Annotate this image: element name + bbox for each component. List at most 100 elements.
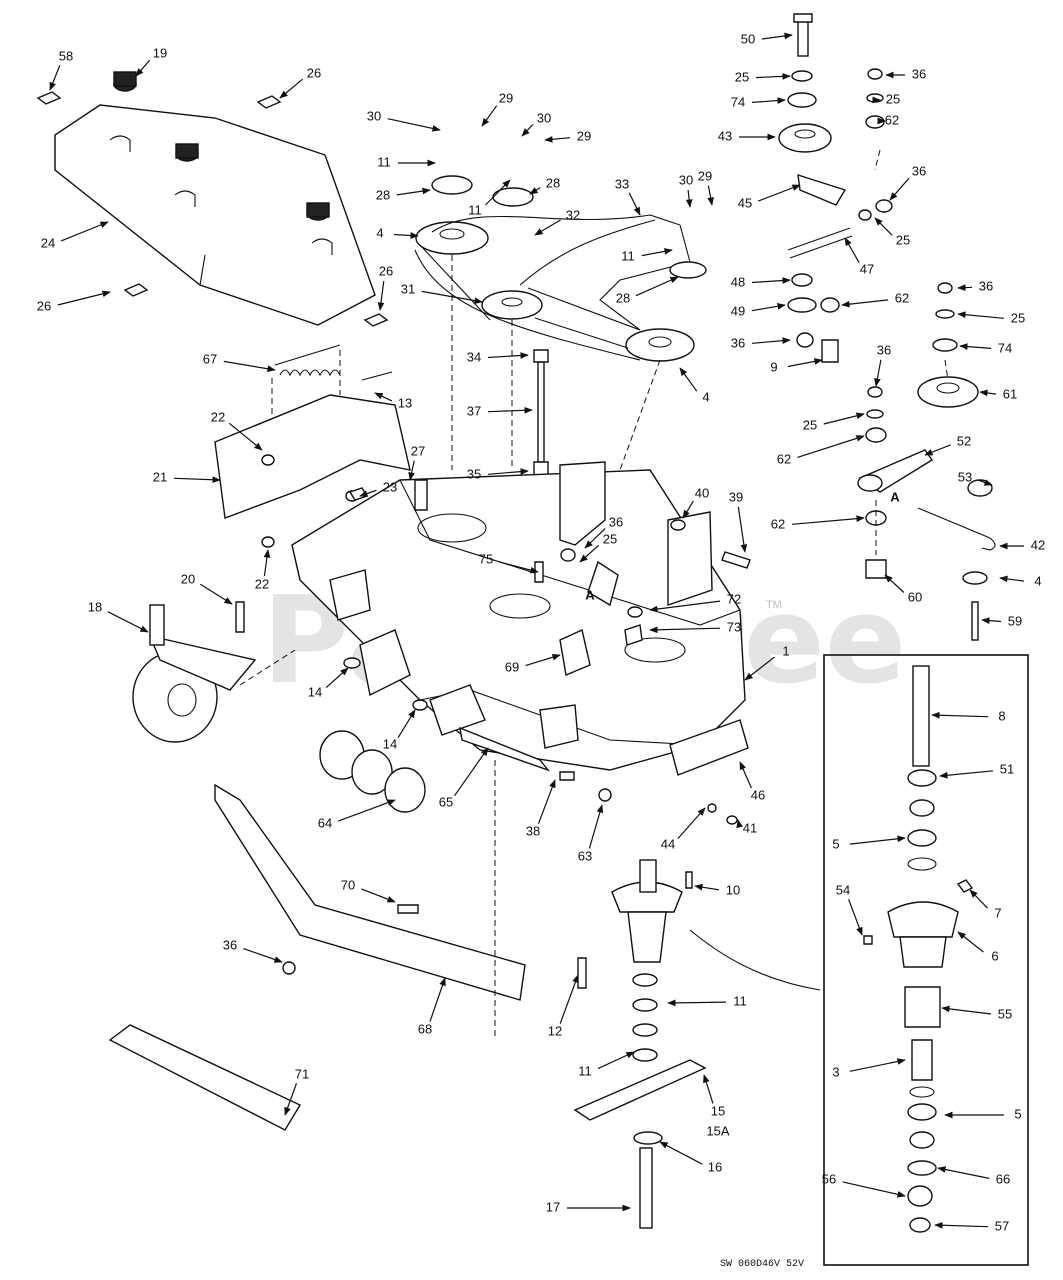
callout-74: 74 <box>731 94 745 109</box>
callout-leader <box>481 105 498 127</box>
callout-4: 4 <box>1034 573 1041 588</box>
callout-leader <box>397 709 416 739</box>
callout-13: 13 <box>398 395 412 410</box>
callout-11: 11 <box>733 993 747 1008</box>
callout-42: 42 <box>1031 537 1045 552</box>
callout-leader <box>736 819 743 829</box>
callout-37: 37 <box>467 403 481 418</box>
callout-71: 71 <box>295 1066 309 1081</box>
callout-63: 63 <box>578 848 592 863</box>
callout-leader <box>751 337 791 345</box>
callout-21: 21 <box>153 469 167 484</box>
callout-60: 60 <box>908 589 922 604</box>
callout-10: 10 <box>726 882 740 897</box>
callout-30: 30 <box>537 110 551 125</box>
callout-leader <box>628 192 641 216</box>
callout-48: 48 <box>731 274 745 289</box>
callout-36: 36 <box>223 937 237 952</box>
callout-leader <box>487 406 533 414</box>
callout-43: 43 <box>718 128 732 143</box>
belt-drive <box>414 175 707 471</box>
callout-leader <box>537 779 556 824</box>
callout-leader <box>584 528 606 549</box>
callout-28: 28 <box>376 187 390 202</box>
callout-leader <box>579 544 600 563</box>
callout-19: 19 <box>153 45 167 60</box>
callout-leader <box>978 479 993 486</box>
callout-leader <box>889 177 910 201</box>
callout-leader <box>755 72 791 80</box>
watermark-tm: TM <box>766 599 782 611</box>
callout-56: 56 <box>822 1171 836 1186</box>
callout-64: 64 <box>318 815 332 830</box>
callout-25: 25 <box>886 91 900 106</box>
caster-wheel <box>132 601 296 743</box>
callout-leader <box>751 277 791 284</box>
callout-49: 49 <box>731 303 745 318</box>
callout-69: 69 <box>505 659 519 674</box>
callout-leader <box>60 221 109 242</box>
callout-28: 28 <box>616 290 630 305</box>
callout-leader <box>981 617 1002 624</box>
callout-leader <box>844 237 860 263</box>
callout-leader <box>787 358 823 368</box>
callout-leader <box>337 799 396 822</box>
callout-leader <box>848 899 863 936</box>
callout-leader <box>791 515 865 525</box>
callout-36: 36 <box>979 278 993 293</box>
callout-leader <box>393 232 419 239</box>
callout-leader <box>667 999 727 1007</box>
callout-9: 9 <box>770 359 777 374</box>
deck-cover <box>36 71 389 327</box>
callout-leader <box>521 124 534 137</box>
callout-11: 11 <box>621 248 635 263</box>
callout-58: 58 <box>59 48 73 63</box>
callout-55: 55 <box>998 1006 1012 1021</box>
callout-70: 70 <box>341 877 355 892</box>
callout-20: 20 <box>181 571 195 586</box>
callout-36: 36 <box>877 342 891 357</box>
callout-leader <box>797 435 865 458</box>
callout-leader <box>979 389 997 397</box>
spindle-assembly <box>573 859 821 1229</box>
callout-39: 39 <box>729 489 743 504</box>
callout-leader <box>823 412 865 425</box>
callout-leader <box>679 367 698 392</box>
callout-leader <box>408 460 415 481</box>
callout-leader <box>931 711 989 719</box>
callout-leader <box>937 1166 990 1179</box>
callout-leader <box>279 78 303 99</box>
callout-24: 24 <box>41 235 55 250</box>
callout-52: 52 <box>957 433 971 448</box>
callout-leader <box>325 667 349 689</box>
callout-leader <box>757 184 801 202</box>
callout-61: 61 <box>1003 386 1017 401</box>
callout-leader <box>751 97 786 104</box>
callout-25: 25 <box>735 69 749 84</box>
callout-36: 36 <box>609 514 623 529</box>
callout-41: 41 <box>743 820 757 835</box>
callout-leader <box>849 1058 906 1072</box>
callout-leader <box>499 561 539 574</box>
callout-36: 36 <box>731 335 745 350</box>
callout-leader <box>529 187 541 195</box>
callout-14: 14 <box>383 736 397 751</box>
callout-31: 31 <box>401 281 415 296</box>
callout-leader <box>135 59 151 77</box>
callout-leader <box>677 807 706 839</box>
callout-leader <box>544 135 571 143</box>
callout-leader <box>454 747 489 797</box>
callout-leader <box>387 118 441 132</box>
callout-27: 27 <box>411 443 425 458</box>
callout-8: 8 <box>998 708 1005 723</box>
callout-leader <box>429 977 446 1022</box>
callout-leader <box>284 1083 298 1116</box>
callout-73: 73 <box>727 619 741 634</box>
callout-30: 30 <box>367 108 381 123</box>
callout-leader <box>485 179 511 206</box>
callout-25: 25 <box>896 232 910 247</box>
callout-65: 65 <box>439 794 453 809</box>
callout-11: 11 <box>578 1063 592 1078</box>
callout-74: 74 <box>998 340 1012 355</box>
callout-15: 15 <box>711 1103 725 1118</box>
